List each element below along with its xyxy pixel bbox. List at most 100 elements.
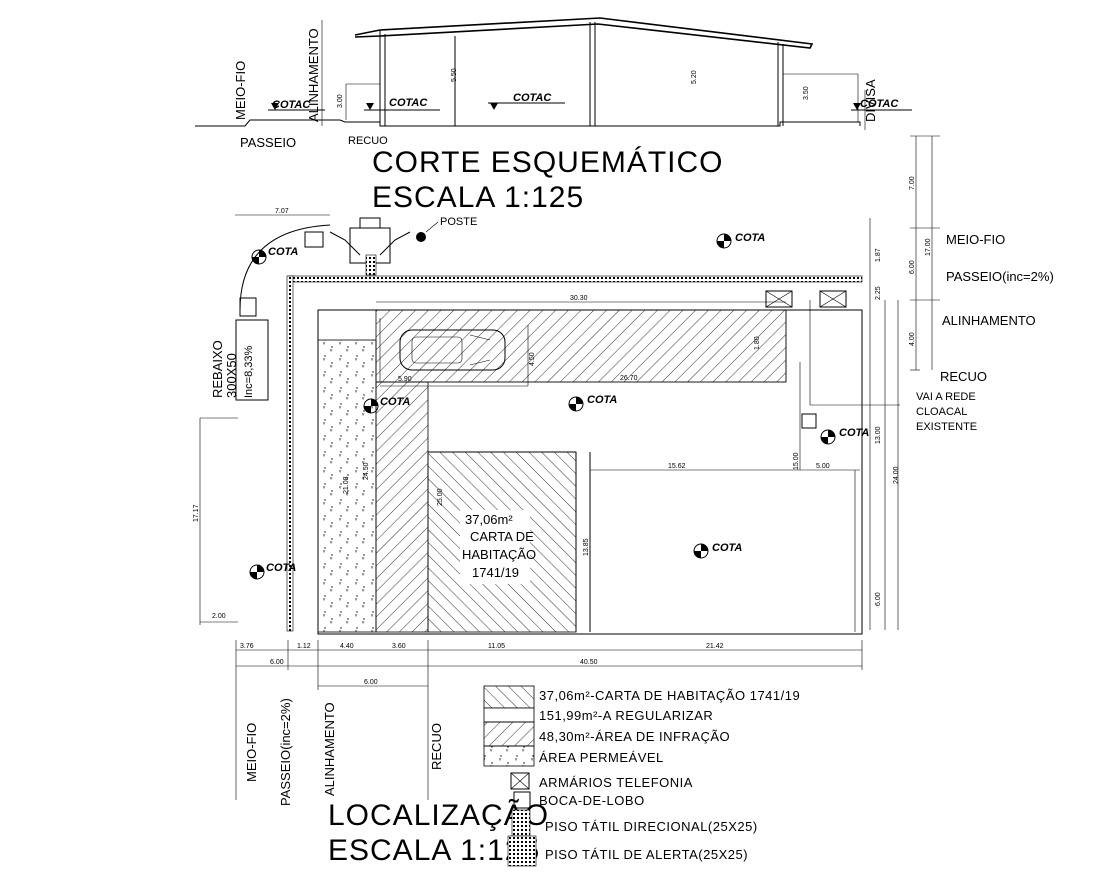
plan-scale: ESCALA 1:125 bbox=[328, 834, 540, 867]
cota-marker: COTA bbox=[249, 562, 296, 580]
cota-marker: COTA bbox=[716, 232, 765, 249]
poste-icon: POSTE bbox=[329, 216, 477, 276]
svg-text:11.05: 11.05 bbox=[488, 643, 505, 650]
svg-text:COTAC: COTAC bbox=[513, 92, 552, 104]
svg-text:RECUO: RECUO bbox=[348, 135, 388, 147]
section-scale: ESCALA 1:125 bbox=[372, 181, 584, 214]
svg-text:6.00: 6.00 bbox=[909, 260, 916, 274]
svg-text:4.40: 4.40 bbox=[340, 643, 354, 650]
svg-text:1.87: 1.87 bbox=[875, 248, 882, 262]
svg-text:6.00: 6.00 bbox=[875, 592, 882, 606]
svg-text:ALINHAMENTO: ALINHAMENTO bbox=[942, 313, 1036, 328]
cotac-marker: COTAC bbox=[488, 92, 565, 110]
section-title: CORTE ESQUEMÁTICO bbox=[372, 146, 723, 179]
svg-text:15.00: 15.00 bbox=[793, 452, 800, 470]
svg-text:13.85: 13.85 bbox=[583, 538, 590, 556]
svg-text:1.12: 1.12 bbox=[297, 643, 311, 650]
cotac-marker: COTAC bbox=[364, 97, 440, 111]
telephone-cabinet bbox=[819, 290, 847, 308]
svg-text:3.50: 3.50 bbox=[803, 86, 810, 100]
svg-text:3.60: 3.60 bbox=[392, 643, 406, 650]
legend-item: ÁREA PERMEÁVEL bbox=[539, 750, 664, 765]
cotac-marker: COTAC bbox=[851, 98, 912, 111]
cota-marker: COTA bbox=[251, 246, 298, 265]
legend: 37,06m²-CARTA DE HABITAÇÃO 1741/19 151,9… bbox=[483, 685, 800, 867]
svg-text:PASSEIO: PASSEIO bbox=[240, 135, 296, 150]
svg-text:MEIO-FIO: MEIO-FIO bbox=[233, 61, 248, 120]
svg-text:PASSEIO(inc=2%): PASSEIO(inc=2%) bbox=[946, 269, 1054, 284]
svg-text:MEIO-FIO: MEIO-FIO bbox=[946, 232, 1005, 247]
plan-drawing: 7.07 37,06m² CARTA DE HABITAÇÃO 1741/19 bbox=[193, 208, 1054, 867]
legend-item: PISO TÁTIL DE ALERTA(25X25) bbox=[545, 847, 748, 862]
svg-text:24.00: 24.00 bbox=[893, 466, 900, 484]
svg-text:COTA: COTA bbox=[735, 232, 765, 244]
svg-text:7.07: 7.07 bbox=[275, 208, 289, 215]
svg-text:17.00: 17.00 bbox=[925, 238, 932, 256]
svg-text:DIVISA: DIVISA bbox=[863, 79, 878, 122]
svg-text:REBAIXO: REBAIXO bbox=[210, 340, 225, 398]
svg-text:25.00: 25.00 bbox=[437, 488, 444, 506]
svg-text:13.00: 13.00 bbox=[875, 426, 882, 444]
svg-text:6.00: 6.00 bbox=[270, 659, 284, 666]
svg-text:4.00: 4.00 bbox=[909, 332, 916, 346]
svg-text:COTAC: COTAC bbox=[389, 97, 428, 109]
svg-text:300X50: 300X50 bbox=[224, 353, 239, 398]
legend-cabinet-icon bbox=[510, 772, 530, 790]
svg-text:40.50: 40.50 bbox=[580, 659, 598, 666]
legend-item: BOCA-DE-LOBO bbox=[539, 793, 645, 808]
svg-text:4.50: 4.50 bbox=[529, 352, 536, 366]
svg-text:POSTE: POSTE bbox=[440, 216, 477, 228]
legend-item: ARMÁRIOS TELEFONIA bbox=[539, 775, 693, 790]
svg-text:30.30: 30.30 bbox=[570, 295, 588, 302]
svg-text:37,06m²: 37,06m² bbox=[465, 512, 513, 527]
svg-text:5.90: 5.90 bbox=[398, 376, 412, 383]
section-drawing: COTAC COTAC COTAC COTAC 3.00 5.50 5.20 3… bbox=[195, 17, 912, 214]
svg-text:COTA: COTA bbox=[839, 427, 869, 439]
cota-marker: COTA bbox=[693, 542, 742, 559]
legend-item: 37,06m²-CARTA DE HABITAÇÃO 1741/19 bbox=[539, 688, 800, 703]
svg-text:17.17: 17.17 bbox=[193, 504, 200, 522]
plan-title: LOCALIZAÇÃO bbox=[328, 798, 549, 832]
svg-text:3.76: 3.76 bbox=[240, 643, 254, 650]
svg-text:COTAC: COTAC bbox=[272, 99, 311, 111]
svg-text:MEIO-FIO: MEIO-FIO bbox=[244, 723, 259, 782]
svg-text:COTA: COTA bbox=[266, 562, 296, 574]
svg-text:COTA: COTA bbox=[712, 542, 742, 554]
svg-text:VAI A REDE: VAI A REDE bbox=[916, 391, 976, 403]
svg-text:RECUO: RECUO bbox=[940, 369, 987, 384]
svg-text:COTA: COTA bbox=[587, 394, 617, 406]
svg-text:5.00: 5.00 bbox=[816, 463, 830, 470]
svg-text:1741/19: 1741/19 bbox=[472, 565, 519, 580]
svg-text:2.25: 2.25 bbox=[875, 286, 882, 300]
cotac-marker: COTAC bbox=[268, 99, 325, 111]
svg-text:6.00: 6.00 bbox=[364, 679, 378, 686]
svg-text:2.00: 2.00 bbox=[212, 613, 226, 620]
svg-text:3.00: 3.00 bbox=[337, 94, 344, 108]
legend-item: 151,99m²-A REGULARIZAR bbox=[539, 708, 713, 723]
svg-text:15.62: 15.62 bbox=[668, 463, 686, 470]
svg-text:EXISTENTE: EXISTENTE bbox=[916, 421, 977, 433]
svg-text:HABITAÇÃO: HABITAÇÃO bbox=[462, 547, 536, 562]
right-dimensions: 7.00 17.00 6.00 4.00 1.87 2.25 13.00 24.… bbox=[869, 135, 940, 630]
svg-text:1.80: 1.80 bbox=[754, 336, 761, 350]
cota-marker: COTA bbox=[820, 427, 869, 445]
svg-text:7.00: 7.00 bbox=[909, 176, 916, 190]
svg-text:21.08: 21.08 bbox=[343, 476, 350, 494]
legend-item: 48,30m²-ÁREA DE INFRAÇÃO bbox=[539, 729, 730, 744]
svg-text:26.70: 26.70 bbox=[620, 375, 638, 382]
telephone-cabinet bbox=[765, 290, 793, 308]
svg-text:COTAC: COTAC bbox=[860, 98, 899, 110]
svg-text:ALINHAMENTO: ALINHAMENTO bbox=[322, 702, 337, 796]
svg-text:RECUO: RECUO bbox=[429, 723, 444, 770]
svg-text:COTA: COTA bbox=[380, 396, 410, 408]
svg-text:COTA: COTA bbox=[268, 246, 298, 258]
cota-marker: COTA bbox=[363, 396, 410, 414]
svg-text:CARTA DE: CARTA DE bbox=[470, 529, 534, 544]
svg-text:CLOACAL: CLOACAL bbox=[916, 406, 967, 418]
legend-item: PISO TÁTIL DIRECIONAL(25X25) bbox=[545, 819, 758, 834]
svg-text:5.20: 5.20 bbox=[691, 70, 698, 84]
svg-text:21.42: 21.42 bbox=[706, 643, 724, 650]
svg-text:5.50: 5.50 bbox=[451, 68, 458, 82]
svg-text:PASSEIO(inc=2%): PASSEIO(inc=2%) bbox=[278, 698, 293, 806]
